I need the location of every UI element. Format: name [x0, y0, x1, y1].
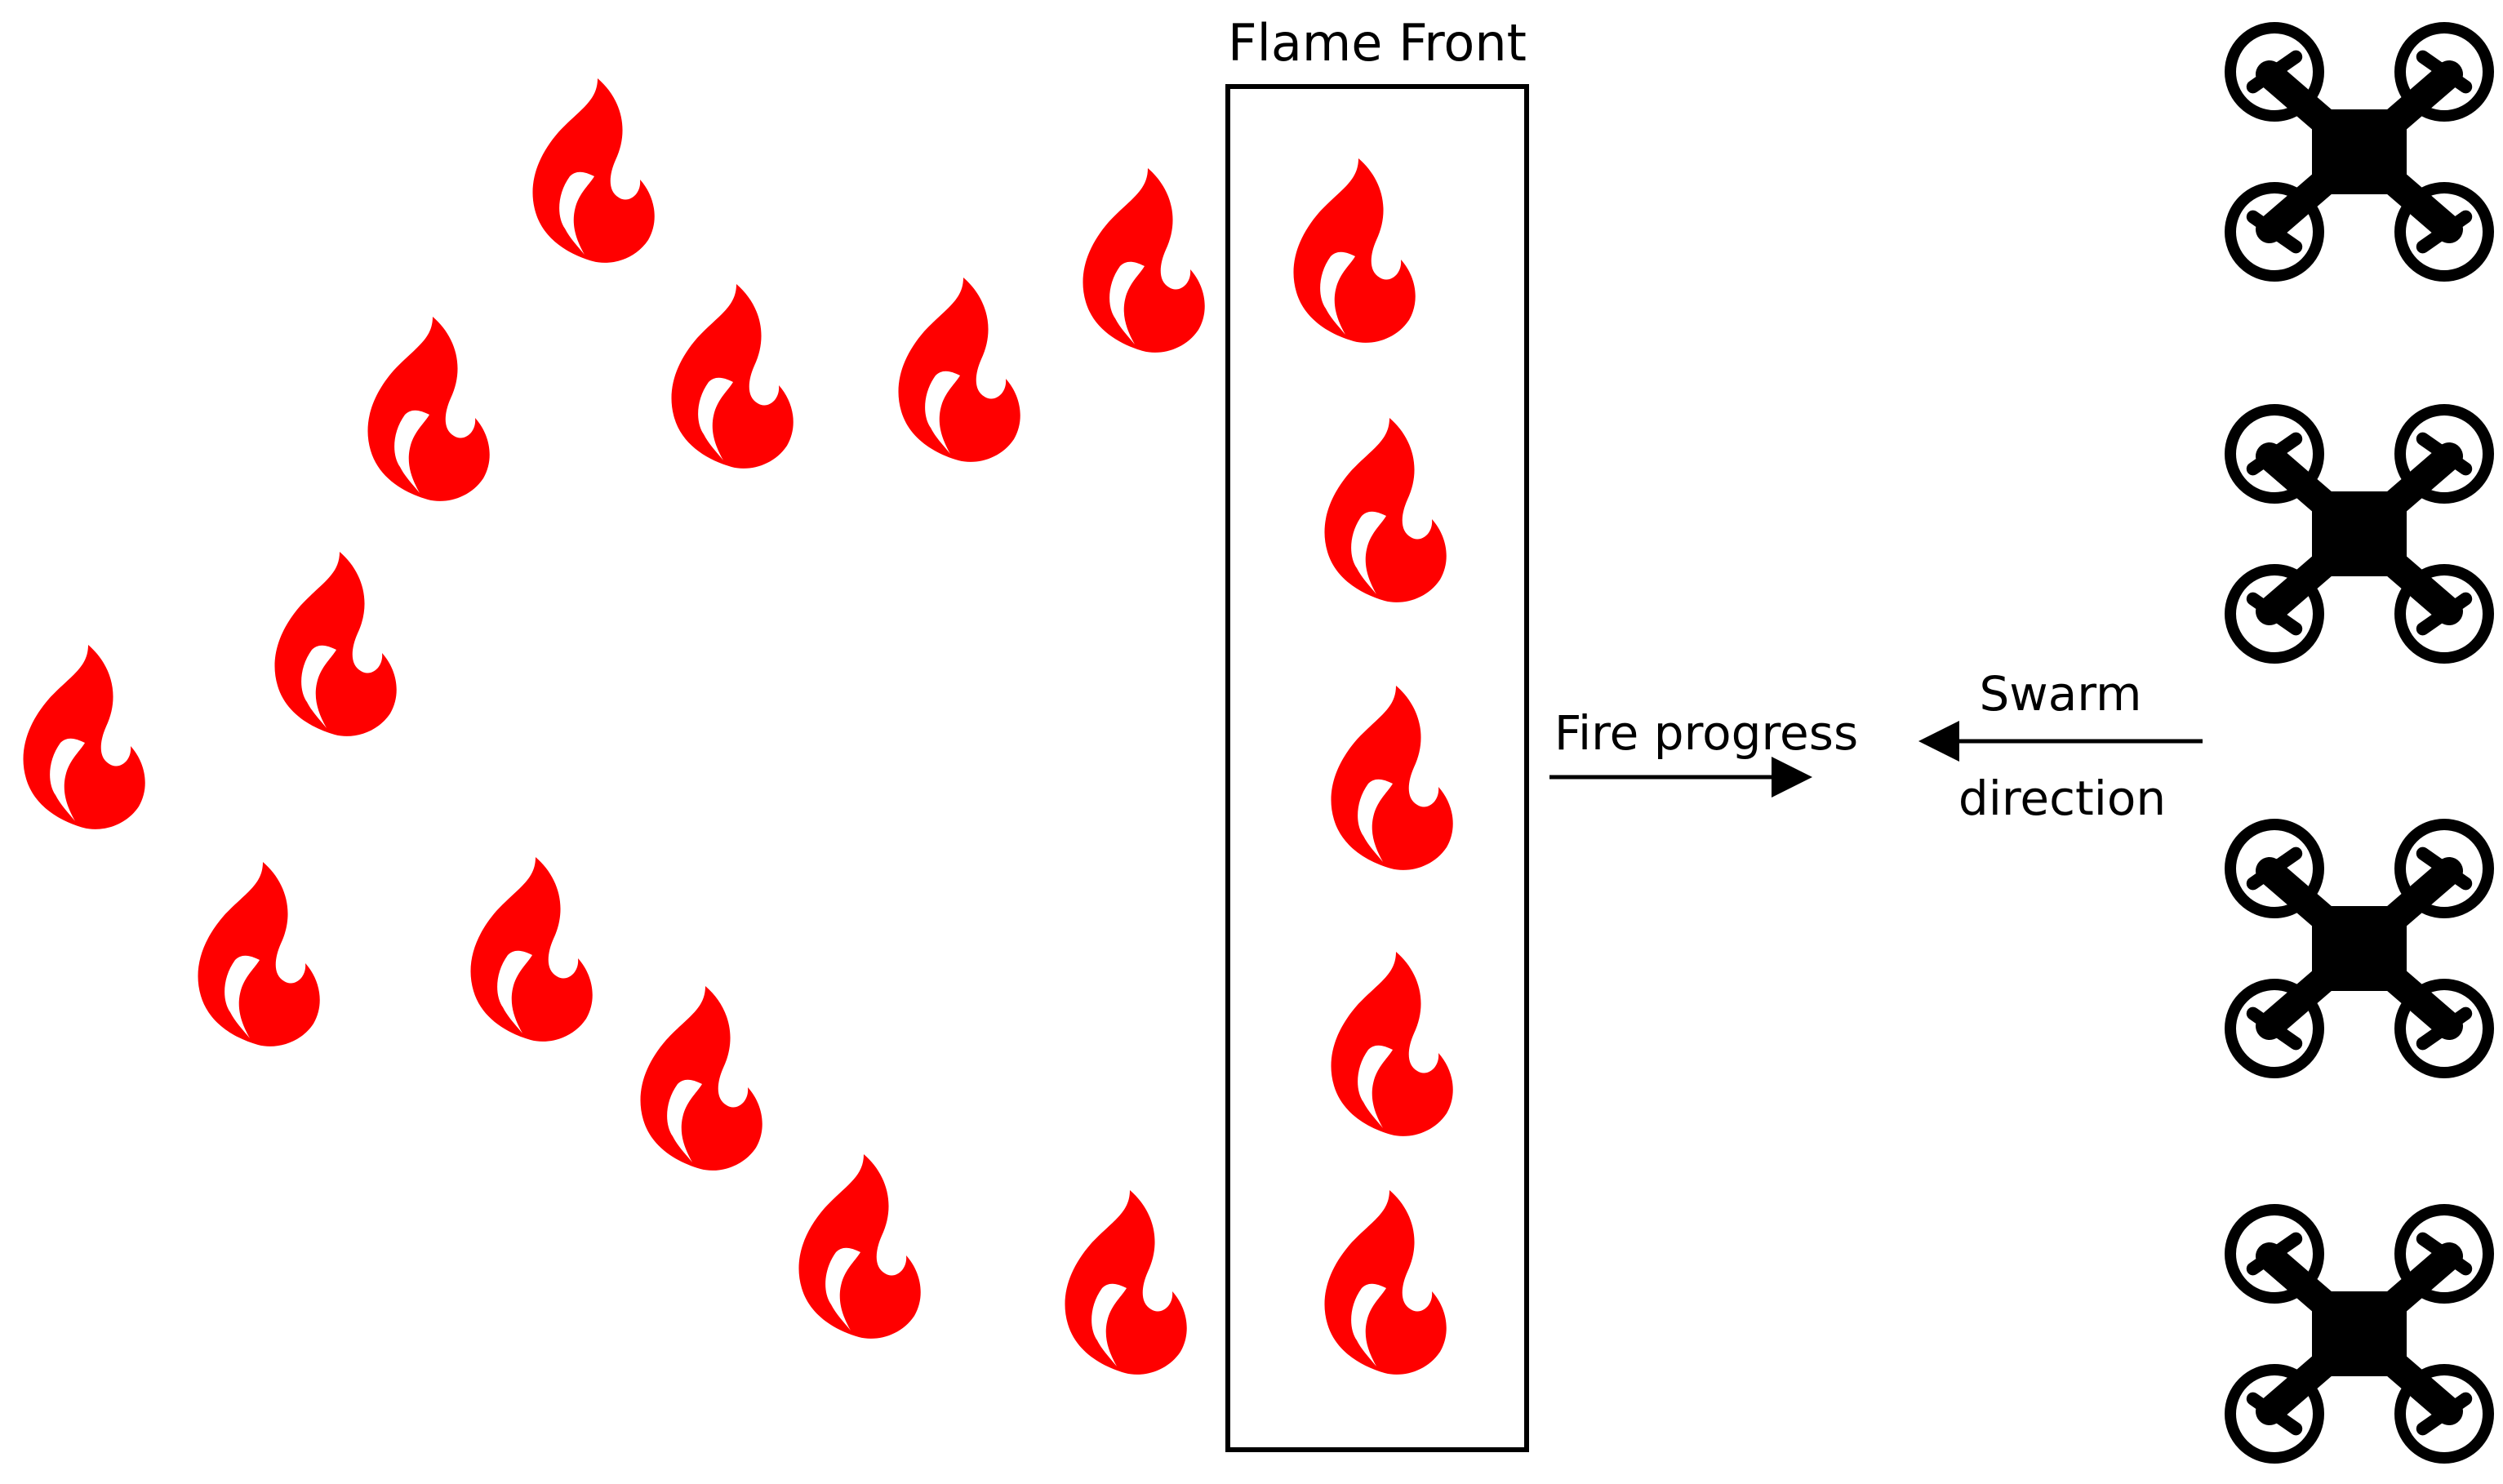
fire-progress-indicator: Fire progress	[1549, 705, 1858, 798]
flame-icon	[532, 78, 655, 263]
swarm-direction-indicator: Swarm direction	[1918, 666, 2203, 826]
swarm-label-line1: Swarm	[1979, 666, 2141, 722]
flame-front: Flame Front	[1225, 13, 1529, 1452]
drone-icon	[2230, 1210, 2488, 1458]
swarm-label-line2: direction	[1958, 771, 2166, 826]
drone-icon	[2230, 824, 2488, 1073]
flame-icon	[23, 645, 145, 829]
fire-progress-label: Fire progress	[1554, 705, 1858, 761]
flame-front-box	[1225, 84, 1529, 1452]
drone-swarm	[2230, 28, 2488, 1458]
drone-icon	[2230, 410, 2488, 658]
burning-area	[23, 78, 1205, 1375]
flame-icon	[898, 278, 1020, 462]
flame-icon	[1324, 1190, 1447, 1375]
flame-icon	[671, 284, 794, 469]
flame-icon	[198, 862, 320, 1046]
flame-icon	[1065, 1190, 1187, 1375]
flame-icon	[1083, 168, 1205, 353]
flame-icon	[1293, 158, 1416, 343]
flame-icon	[470, 857, 593, 1042]
flame-icon	[798, 1154, 921, 1339]
flame-front-title: Flame Front	[1228, 13, 1527, 73]
flame-icon	[1331, 952, 1453, 1136]
flame-icon	[1324, 418, 1447, 602]
flame-icon	[1331, 686, 1453, 870]
flame-icon	[274, 552, 397, 736]
flame-icon	[640, 986, 762, 1171]
flame-icon	[367, 317, 490, 501]
drone-icon	[2230, 28, 2488, 276]
